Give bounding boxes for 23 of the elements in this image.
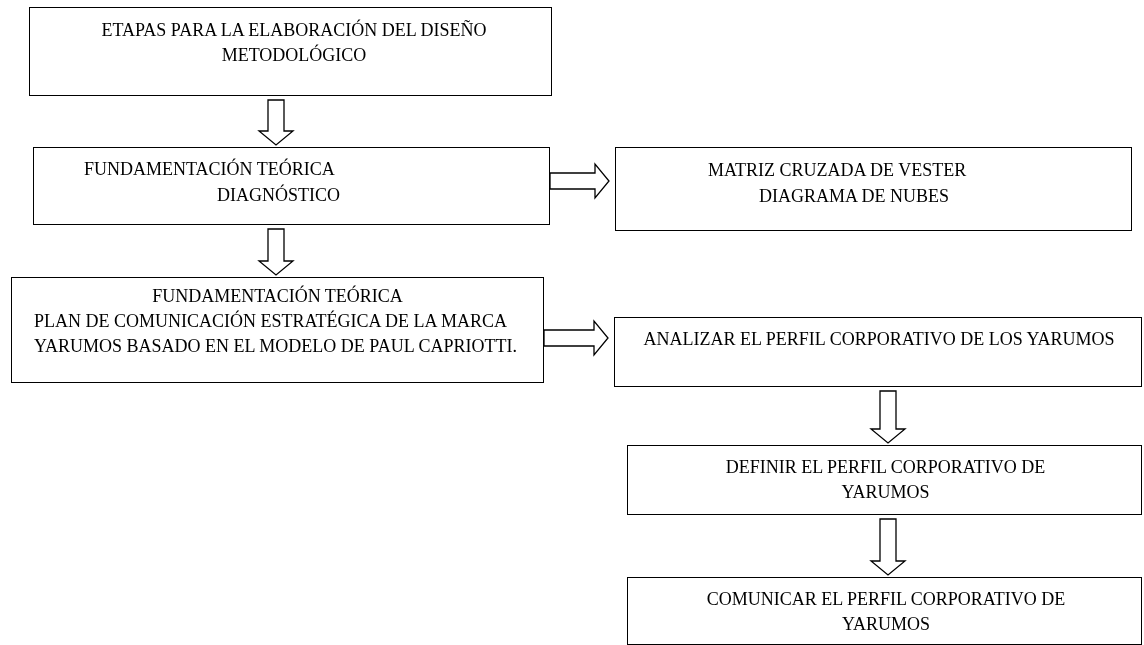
box-text: MATRIZ CRUZADA DE VESTER	[708, 159, 967, 182]
box-text: ANALIZAR EL PERFIL CORPORATIVO DE LOS YARUMOS	[642, 328, 1116, 351]
box-text: COMUNICAR EL PERFIL CORPORATIVO DE YARUMOS	[705, 588, 1067, 636]
box-text: FUNDAMENTACIÓN TEÓRICA	[84, 157, 335, 181]
box-text: DIAGNÓSTICO	[217, 183, 340, 207]
process-box	[614, 317, 1142, 387]
process-box	[627, 577, 1142, 645]
box-text: ETAPAS PARA LA ELABORACIÓN DEL DISEÑO METODOLÓGICO	[100, 18, 488, 67]
box-text: DIAGRAMA DE NUBES	[759, 185, 949, 208]
process-box	[33, 147, 550, 225]
process-box	[29, 7, 552, 96]
box-text: DEFINIR EL PERFIL CORPORATIVO DE YARUMOS	[724, 456, 1047, 504]
block-arrow	[549, 162, 610, 200]
process-box	[11, 277, 544, 383]
block-arrow	[257, 228, 295, 276]
block-arrow	[543, 319, 609, 357]
box-text: FUNDAMENTACIÓN TEÓRICA	[151, 284, 404, 308]
block-arrow	[869, 390, 907, 444]
block-arrow	[869, 518, 907, 576]
process-box	[627, 445, 1142, 515]
box-text: PLAN DE COMUNICACIÓN ESTRATÉGICA DE LA MARCA YARUMOS BASADO EN EL MODELO DE PAUL CAPRIOTTI.	[34, 309, 519, 358]
block-arrow	[257, 99, 295, 146]
process-box	[615, 147, 1132, 231]
